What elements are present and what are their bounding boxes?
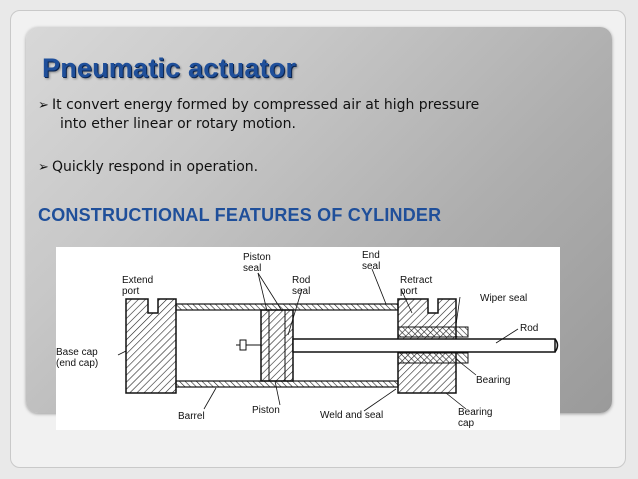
bearing-block xyxy=(397,352,469,364)
label-rod: Rod xyxy=(520,323,539,334)
arrow-bullet-icon: ➢ xyxy=(38,160,49,175)
bullet-text-line: It convert energy formed by compressed a… xyxy=(52,97,480,113)
bullet-item-2: ➢ Quickly respond in operation. xyxy=(38,158,598,177)
label-wiper-seal: Wiper seal xyxy=(480,293,528,304)
barrel-top-wall xyxy=(175,303,399,311)
slide-title: Pneumatic actuator xyxy=(42,53,297,83)
label-piston: Piston xyxy=(252,405,280,416)
arrow-bullet-icon: ➢ xyxy=(38,98,49,113)
barrel-bottom-wall xyxy=(175,380,399,388)
bullet-item-1: ➢ It convert energy formed by compressed… xyxy=(38,96,598,134)
wiper-seal-block xyxy=(397,326,469,338)
label-barrel: Barrel xyxy=(178,411,205,422)
bullet-list: ➢ It convert energy formed by compressed… xyxy=(38,96,598,177)
label-weld-seal: Weld and seal xyxy=(320,410,384,421)
base-cap xyxy=(125,298,177,394)
piston-rod xyxy=(292,338,556,353)
cylinder-drawing xyxy=(117,268,559,412)
bullet-text-line: Quickly respond in operation. xyxy=(52,159,259,175)
label-bearing: Bearing xyxy=(476,375,511,386)
piston xyxy=(260,309,294,382)
section-heading: CONSTRUCTIONAL FEATURES OF CYLINDER xyxy=(38,205,442,225)
bullet-text-line: into ether linear or rotary motion. xyxy=(60,116,296,132)
label-base-cap: Base cap(end cap) xyxy=(56,347,99,369)
